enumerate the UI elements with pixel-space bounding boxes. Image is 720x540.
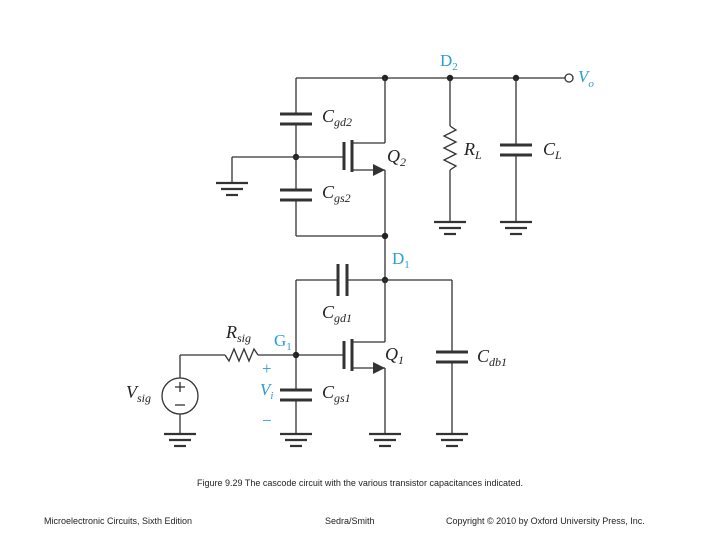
output-terminal [564, 73, 574, 83]
cdb1-capacitor [436, 280, 468, 448]
label-RL: RL [463, 139, 482, 162]
node-dot-D1 [381, 232, 389, 240]
cgd1-capacitor [295, 264, 452, 390]
label-CL: CL [543, 139, 562, 162]
label-Q2: Q2 [387, 146, 406, 169]
cascode-circuit-diagram: D2 Vo Cgd2 Cgs2 Q2 RL CL D1 Cgd1 Q1 Cdb1… [126, 51, 594, 448]
footer-book-title: Microelectronic Circuits, Sixth Edition [44, 516, 193, 526]
label-Cgd1: Cgd1 [322, 302, 352, 325]
rl-resistor [434, 78, 466, 236]
label-G1: G1 [274, 331, 292, 353]
label-vi-plus: + [262, 359, 272, 378]
label-Cgs2: Cgs2 [322, 182, 351, 205]
label-Q1: Q1 [385, 344, 404, 367]
label-Vi: Vi [260, 380, 273, 402]
cl-capacitor [500, 78, 532, 236]
cgd2-capacitor [280, 78, 312, 190]
label-Rsig: Rsig [225, 322, 251, 345]
figure-caption: Figure 9.29 The cascode circuit with the… [197, 478, 523, 488]
cgs1-capacitor [280, 388, 312, 448]
vsig-source [161, 377, 199, 448]
top-rail [296, 73, 574, 83]
label-Cgd2: Cgd2 [322, 106, 352, 129]
label-Vsig: Vsig [126, 382, 151, 405]
footer-copyright: Copyright © 2010 by Oxford University Pr… [446, 516, 645, 526]
label-D1: D1 [392, 249, 410, 271]
q2-transistor [296, 78, 386, 280]
gate2-ground-wire [216, 156, 296, 197]
label-Vo: Vo [578, 67, 594, 90]
label-D2: D2 [440, 51, 458, 73]
label-vi-minus: − [262, 411, 272, 430]
label-Cgs1: Cgs1 [322, 382, 351, 405]
footer-authors: Sedra/Smith [325, 516, 375, 526]
label-Cdb1: Cdb1 [477, 346, 507, 369]
q1-transistor [296, 280, 401, 448]
rsig-resistor [179, 347, 296, 378]
cgs2-capacitor [280, 188, 385, 237]
